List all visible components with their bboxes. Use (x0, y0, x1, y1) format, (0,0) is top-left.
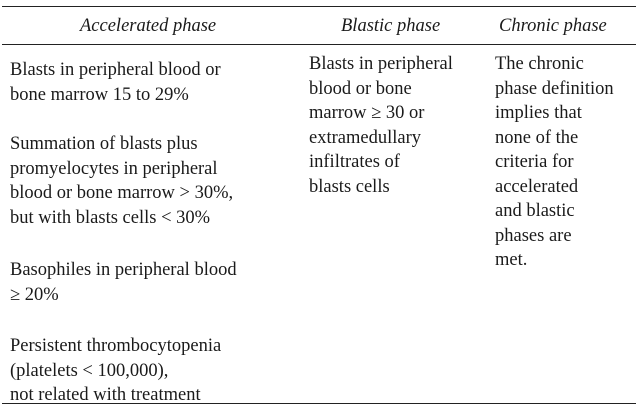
header-accelerated-phase: Accelerated phase (80, 16, 217, 36)
table-header-rule (2, 44, 636, 45)
text-line: Basophiles in peripheral blood (10, 260, 237, 280)
accelerated-criterion-blasts-15-29: Blasts in peripheral blood or bone marro… (10, 58, 221, 107)
text-line: accelerated (495, 176, 579, 197)
text-line: extramedullary (309, 127, 421, 148)
text-line: (platelets < 100,000), (10, 360, 169, 381)
accelerated-criterion-basophiles: Basophiles in peripheral blood ≥ 20% (10, 258, 237, 307)
text-line: ≥ 20% (10, 284, 59, 305)
text-line: but with blasts cells < 30% (10, 207, 211, 228)
accelerated-criterion-blasts-promyelocytes: Summation of blasts plus promyelocytes i… (10, 132, 233, 230)
text-line: blasts cells (309, 176, 390, 197)
text-line: Blasts in peripheral (309, 54, 453, 74)
chronic-definition: The chronic phase definition implies tha… (495, 52, 614, 273)
text-line: blood or bone (309, 78, 412, 99)
text-line: not related with treatment (10, 385, 201, 405)
blastic-phase-cell: Blasts in peripheral blood or bone marro… (309, 52, 489, 212)
text-line: none of the (495, 127, 579, 148)
text-line: implies that (495, 103, 582, 123)
text-line: infiltrates of (309, 152, 400, 172)
text-line: marrow ≥ 30 or (309, 103, 425, 123)
text-line: criteria for (495, 152, 574, 172)
text-line: Blasts in peripheral blood or (10, 60, 221, 80)
accelerated-criterion-thrombocytopenia: Persistent thrombocytopenia (platelets <… (10, 334, 221, 408)
text-line: Persistent thrombocytopenia (10, 336, 222, 356)
text-line: phase definition (495, 78, 614, 99)
header-chronic-phase: Chronic phase (499, 16, 607, 36)
header-blastic-phase: Blastic phase (341, 16, 441, 36)
text-line: Summation of blasts plus (10, 134, 198, 154)
text-line: and blastic (495, 201, 575, 221)
phase-criteria-table: Accelerated phase Blastic phase Chronic … (2, 6, 636, 405)
text-line: bone marrow 15 to 29% (10, 84, 189, 105)
chronic-phase-cell: The chronic phase definition implies tha… (495, 52, 635, 282)
text-line: The chronic (495, 54, 584, 74)
text-line: promyelocytes in peripheral (10, 158, 218, 179)
text-line: blood or bone marrow > 30%, (10, 183, 234, 203)
text-line: phases are (495, 225, 572, 246)
text-line: met. (495, 250, 528, 270)
table-bottom-rule (2, 403, 636, 404)
blastic-criterion: Blasts in peripheral blood or bone marro… (309, 52, 453, 199)
accelerated-phase-cell: Blasts in peripheral blood or bone marro… (10, 58, 305, 405)
table-top-rule (2, 6, 636, 7)
